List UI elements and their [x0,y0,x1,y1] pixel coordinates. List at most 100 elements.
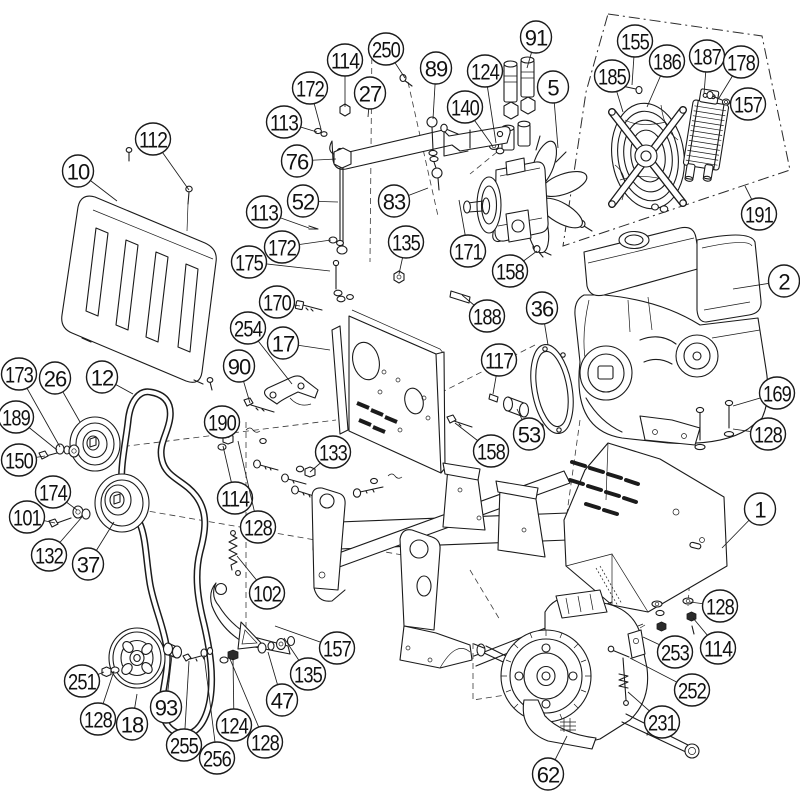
callout-155: 155 [616,24,654,86]
callout-76: 76 [280,144,337,178]
callout-circle [216,481,254,515]
callout-5: 5 [536,70,570,149]
callout-135: 135 [283,637,327,691]
callout-number: 169 [763,382,792,407]
callout-circle [266,326,300,360]
callout-number: 254 [234,317,263,342]
callout-17: 17 [266,326,331,360]
callout-circle [115,707,149,741]
callout-number: 26 [44,367,67,392]
callout-number: 62 [537,763,560,788]
callout-number: 135 [294,663,323,688]
callout-53: 53 [512,408,546,451]
callout-circle [480,343,518,377]
frame-part [311,442,728,669]
callout-number: 155 [621,30,650,55]
callout-170: 170 [258,285,301,319]
callout-36: 36 [525,291,559,346]
transaxle-part [473,589,700,759]
callout-circle [314,435,352,469]
callout-number: 18 [121,713,144,738]
callout-circle [536,70,570,104]
callout-83: 83 [377,184,429,218]
callout-circle [71,547,105,581]
callout-number: 10 [67,160,90,185]
callout-number: 189 [2,406,31,431]
callout-number: 52 [292,190,315,215]
bolt-cluster-133 [253,459,321,499]
callout-133: 133 [309,435,352,473]
callout-circle [367,32,405,66]
callout-circle [743,492,777,526]
callout-12: 12 [85,360,134,395]
callout-circle [593,59,631,93]
callout-number: 132 [35,544,64,569]
callout-252: 252 [629,657,711,707]
callout-circle [491,254,529,288]
callout-circle [419,51,453,85]
callout-number: 36 [531,297,554,322]
callout-leader-line [203,654,218,759]
callout-circle [318,631,356,665]
callout-number: 256 [203,747,232,772]
callout-circle [246,725,284,759]
callout-117: 117 [480,343,518,395]
callout-102: 102 [236,555,286,610]
pulley-26-part [38,416,121,472]
callout-256: 256 [198,654,236,775]
shift-rod-parts [607,623,646,706]
callout-number: 5 [547,76,559,101]
callout-187: 187 [688,39,726,95]
callout-250: 250 [367,32,406,79]
callout-number: 12 [91,366,114,391]
callout-circle [387,225,425,259]
callout-circle [353,76,387,110]
callout-circle [512,417,546,451]
callout-174: 174 [34,475,78,511]
callout-number: 101 [13,506,42,531]
callout-135: 135 [387,225,425,275]
callout-number: 1 [754,498,766,523]
callout-circle [377,184,411,218]
callout-circle [34,475,72,509]
callout-number: 117 [485,349,514,374]
callout-128: 128 [79,670,117,736]
callout-number: 157 [323,637,352,662]
callout-circle [525,291,559,325]
callout-number: 178 [727,51,756,76]
callout-number: 157 [734,93,763,118]
control-linkage-parts [314,73,511,255]
callout-number: 170 [263,291,292,316]
callout-number: 251 [68,670,97,695]
callout-169: 169 [732,376,796,410]
callout-circle [245,195,283,229]
callout-circle [30,538,68,572]
callout-circle [729,87,767,121]
frame-hardware [352,473,403,498]
callout-circle [656,635,694,669]
callout-circle [263,230,301,264]
callout-114: 114 [692,617,737,665]
callout-112: 112 [134,122,190,191]
callout-124: 124 [466,54,504,144]
pump-part [463,135,588,258]
callout-113: 113 [265,105,318,139]
callout-186: 186 [646,44,686,108]
callout-number: 188 [473,305,502,330]
callout-number: 93 [155,696,178,721]
callout-number: 124 [220,714,249,739]
callout-175: 175 [230,245,331,279]
callout-circle [701,589,739,623]
callout-number: 128 [244,516,273,541]
callout-number: 90 [228,355,251,380]
callout-circle [229,311,267,345]
callout-90: 90 [222,349,256,404]
callout-circle [280,144,314,178]
callout-37: 37 [71,521,115,581]
callout-93: 93 [149,654,183,724]
callout-circle [648,44,686,78]
callout-number: 175 [235,251,264,276]
callout-number: 186 [653,50,682,75]
callout-circle [468,299,506,333]
callout-number: 173 [5,363,34,388]
